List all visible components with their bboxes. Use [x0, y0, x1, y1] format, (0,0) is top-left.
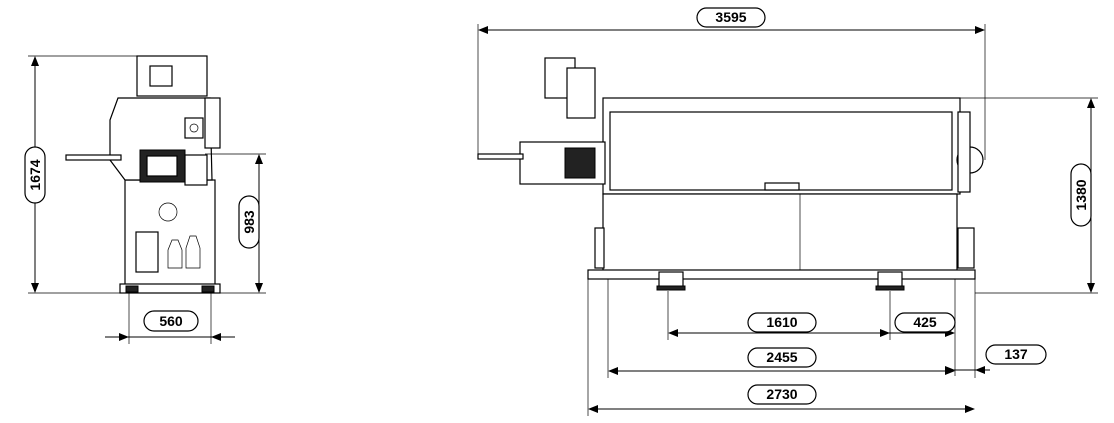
front-foot-left-pad [656, 285, 686, 291]
side-reel [158, 202, 178, 222]
side-base-plate [119, 283, 221, 294]
side-bottle-1 [167, 239, 183, 269]
front-frame-pill [747, 347, 817, 368]
front-overhang-label: 137 [1004, 346, 1028, 362]
side-infeed-arm [65, 154, 122, 161]
side-work-arrow-bottom [255, 283, 263, 293]
side-work-arrow-top [255, 154, 263, 164]
side-height-label: 1674 [27, 159, 43, 190]
front-height-label: 1380 [1073, 179, 1089, 210]
front-lower-cabinet [602, 193, 958, 272]
front-view: 3595 1380 1610 425 137 2455 [477, 7, 1098, 416]
front-frame-arrow-right [945, 367, 955, 375]
side-foot-right [201, 285, 215, 293]
side-gearbox [184, 154, 208, 186]
side-control-knob [189, 123, 199, 133]
front-right-cylinder [957, 227, 975, 269]
front-length-pill [696, 7, 766, 28]
side-motor-face [146, 155, 178, 177]
side-height-pill [24, 146, 46, 204]
front-overhang-pill [985, 344, 1047, 365]
side-width-label: 560 [159, 313, 183, 329]
front-infeed-block [564, 147, 596, 179]
front-length-arrow-left [478, 26, 488, 34]
side-side-panel [204, 97, 221, 149]
side-work-pill [238, 195, 260, 249]
side-control-box [184, 117, 204, 139]
front-offset-pill [894, 312, 956, 333]
side-view: 1674 983 560 [24, 55, 266, 344]
side-bottle-2 [185, 235, 201, 269]
front-motor-bracket [566, 67, 596, 119]
front-height-pill [1070, 163, 1092, 227]
front-frame-label: 2455 [766, 349, 797, 365]
front-base-label: 2730 [766, 386, 797, 402]
front-length-label: 3595 [715, 9, 746, 25]
front-frame-arrow-left [608, 367, 618, 375]
front-foot-arrow-mid [880, 329, 890, 337]
front-base-pill [747, 384, 817, 405]
side-height-arrow-bottom [31, 283, 39, 293]
front-overhang-arrow-right [975, 366, 985, 374]
side-top-window [149, 65, 173, 87]
side-work-label: 983 [241, 210, 257, 234]
front-upper-panel [609, 111, 953, 191]
front-height-arrow-bottom [1087, 283, 1095, 293]
side-width-arrow-left [119, 333, 129, 341]
front-base-arrow-right [965, 405, 975, 413]
front-foot-left [658, 271, 684, 288]
front-base-plate [587, 269, 976, 280]
front-foot-right-pad [875, 285, 905, 291]
side-width-arrow-right [211, 333, 221, 341]
front-height-arrow-top [1087, 98, 1095, 108]
front-spacing-label: 1610 [766, 314, 797, 330]
side-foot-left [125, 285, 139, 293]
front-length-arrow-right [975, 26, 985, 34]
front-left-cylinder [594, 227, 605, 269]
front-spacing-pill [747, 312, 817, 333]
front-handle [764, 182, 800, 191]
side-height-arrow-top [31, 56, 39, 66]
front-offset-label: 425 [913, 314, 937, 330]
front-foot-arrow-left [668, 329, 678, 337]
side-filter-unit [135, 231, 159, 273]
side-width-pill [143, 310, 199, 332]
front-right-post [957, 111, 971, 193]
front-infeed-arm [477, 153, 524, 160]
front-foot-right [877, 271, 903, 288]
front-base-arrow-left [588, 405, 598, 413]
